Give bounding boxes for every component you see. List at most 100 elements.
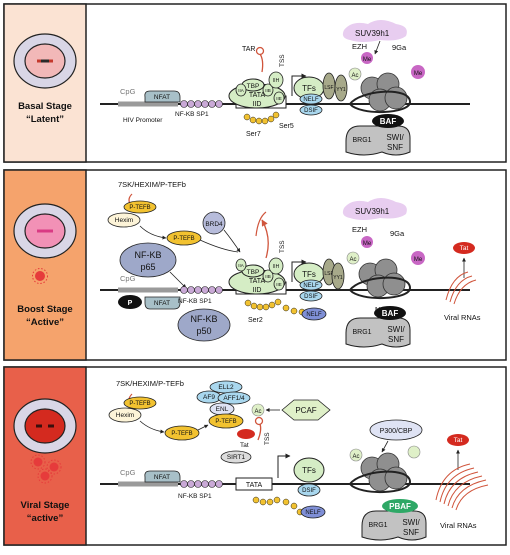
tfiib	[262, 269, 274, 283]
aff-label: AFF1/4	[223, 395, 245, 402]
ser5-label: Ser5	[279, 123, 294, 130]
p300-cbp-factor	[369, 419, 423, 441]
tss-arrow	[277, 453, 291, 478]
ser2-label: Ser2	[248, 317, 263, 324]
snf-label: SNF	[403, 528, 419, 537]
tata-label: TATA	[246, 482, 263, 489]
suv39h1-complex	[342, 198, 407, 220]
stage-sidebar	[3, 366, 87, 546]
panel-basal-stage: Basal Stage “Latent” CpG NFAT NF-KB SP1 …	[3, 3, 507, 163]
stage-state: “active”	[27, 513, 64, 524]
panel-viral-stage: Viral Stage “active” 7SK/HEXIM/P-TEFb P-…	[3, 366, 507, 546]
ptefb-factor	[208, 413, 244, 429]
iie-label: IIE	[276, 282, 282, 287]
ac-mark	[348, 67, 362, 81]
nelf-released	[301, 307, 327, 321]
nfkb-sp1-sites	[180, 100, 223, 108]
tat-label: Tat	[454, 437, 463, 444]
stage-name: Viral Stage	[21, 500, 70, 511]
tbp-label: TBP	[247, 83, 260, 90]
nelf-factor	[299, 93, 323, 105]
tar-loop	[255, 46, 265, 56]
promoter-label: HIV Promoter	[123, 117, 163, 124]
brd4-recruit-arrow	[223, 229, 241, 253]
dsif-label: DSIF	[304, 108, 318, 114]
virus-particle-icon	[33, 457, 59, 481]
viral-rnas-label: Viral RNAs	[444, 313, 481, 322]
p300-acetylation-arrow	[381, 440, 389, 453]
tat-label: Tat	[240, 442, 249, 449]
iie-label: IIE	[276, 96, 282, 101]
baf-label: BAF	[380, 117, 397, 126]
stage-name: Boost Stage	[17, 304, 72, 315]
tata-label: TATA	[249, 92, 266, 99]
nfat-factor	[144, 296, 181, 310]
ac-mark	[251, 403, 265, 417]
brg1-label: BRG1	[368, 522, 387, 529]
p-glyph: P	[128, 300, 133, 307]
tfs-factor	[293, 457, 325, 483]
dsif-factor	[299, 104, 323, 116]
swi-snf-complex	[345, 317, 411, 348]
nfat-factor	[144, 90, 181, 103]
nfkb-label: NF-KB	[135, 250, 162, 260]
brd4-factor	[202, 211, 226, 235]
tat-label: Tat	[460, 245, 469, 252]
nelf-label: NELF	[305, 510, 321, 516]
nfat-label: NFAT	[154, 474, 170, 481]
tfiih	[268, 71, 284, 89]
stage-state: “Latent”	[26, 114, 64, 125]
p300-label: P300/CBP	[380, 428, 413, 435]
tat-protein	[447, 434, 469, 446]
hexim-label: Hexim	[116, 412, 134, 419]
ctd-beads	[252, 496, 304, 516]
nfkb-sp1-label: NF-KB SP1	[178, 298, 212, 305]
pcaf-label: PCAF	[295, 406, 316, 415]
tss-arrow	[291, 259, 307, 282]
swi-snf-complex	[361, 510, 427, 541]
nelf-label: NELF	[306, 312, 322, 318]
ptefb-release-arrow	[139, 420, 165, 434]
me-mark	[361, 236, 373, 248]
tfiia	[235, 83, 247, 97]
ga-label: 9Ga	[390, 229, 405, 238]
tss-label: TSS	[279, 54, 286, 67]
tar-rna	[255, 211, 267, 237]
iih-label: IIH	[273, 264, 280, 270]
ctd-beads	[244, 298, 306, 316]
iia-label: IIA	[238, 263, 244, 268]
hexim-label: Hexim	[115, 217, 133, 224]
lsf-label: LSF	[324, 85, 333, 91]
phosphatase-p-icon	[118, 295, 142, 309]
ac-mark	[346, 251, 360, 265]
sec-assembly-arrow	[197, 424, 209, 431]
suv-label: SUV39h1	[355, 207, 390, 216]
ac-mark	[407, 445, 421, 459]
tfiie	[273, 277, 285, 291]
ptefb-release-arrow	[139, 225, 167, 240]
nelf-factor	[299, 279, 323, 291]
dsif-factor	[299, 290, 323, 302]
ac-label: Ac	[352, 454, 359, 460]
viral-rna-strands	[445, 271, 477, 305]
cell-icon	[13, 203, 77, 259]
sirt1-label: SIRT1	[227, 454, 246, 461]
snf-label: SNF	[387, 143, 403, 152]
cpg-label: CpG	[120, 274, 136, 283]
sirt1-factor	[220, 450, 252, 464]
pbaf-label: PBAF	[389, 502, 411, 511]
nfkb-sp1-label: NF-KB SP1	[175, 111, 209, 118]
tfiia	[235, 258, 247, 272]
nfkb-sp1-sites	[180, 480, 223, 488]
stage-state: “Active”	[26, 317, 64, 328]
lsf-label: LSF	[324, 271, 333, 277]
nfkb-sp1-sites	[180, 286, 223, 294]
nfat-factor	[144, 470, 181, 483]
tfs-label: TFs	[302, 466, 316, 475]
nelf-label: NELF	[303, 283, 319, 289]
tar-stem	[261, 219, 269, 259]
swi-label: SWI/	[386, 133, 404, 142]
ptefb-label: P-TEFB	[173, 236, 194, 242]
tat-protein	[453, 242, 475, 254]
